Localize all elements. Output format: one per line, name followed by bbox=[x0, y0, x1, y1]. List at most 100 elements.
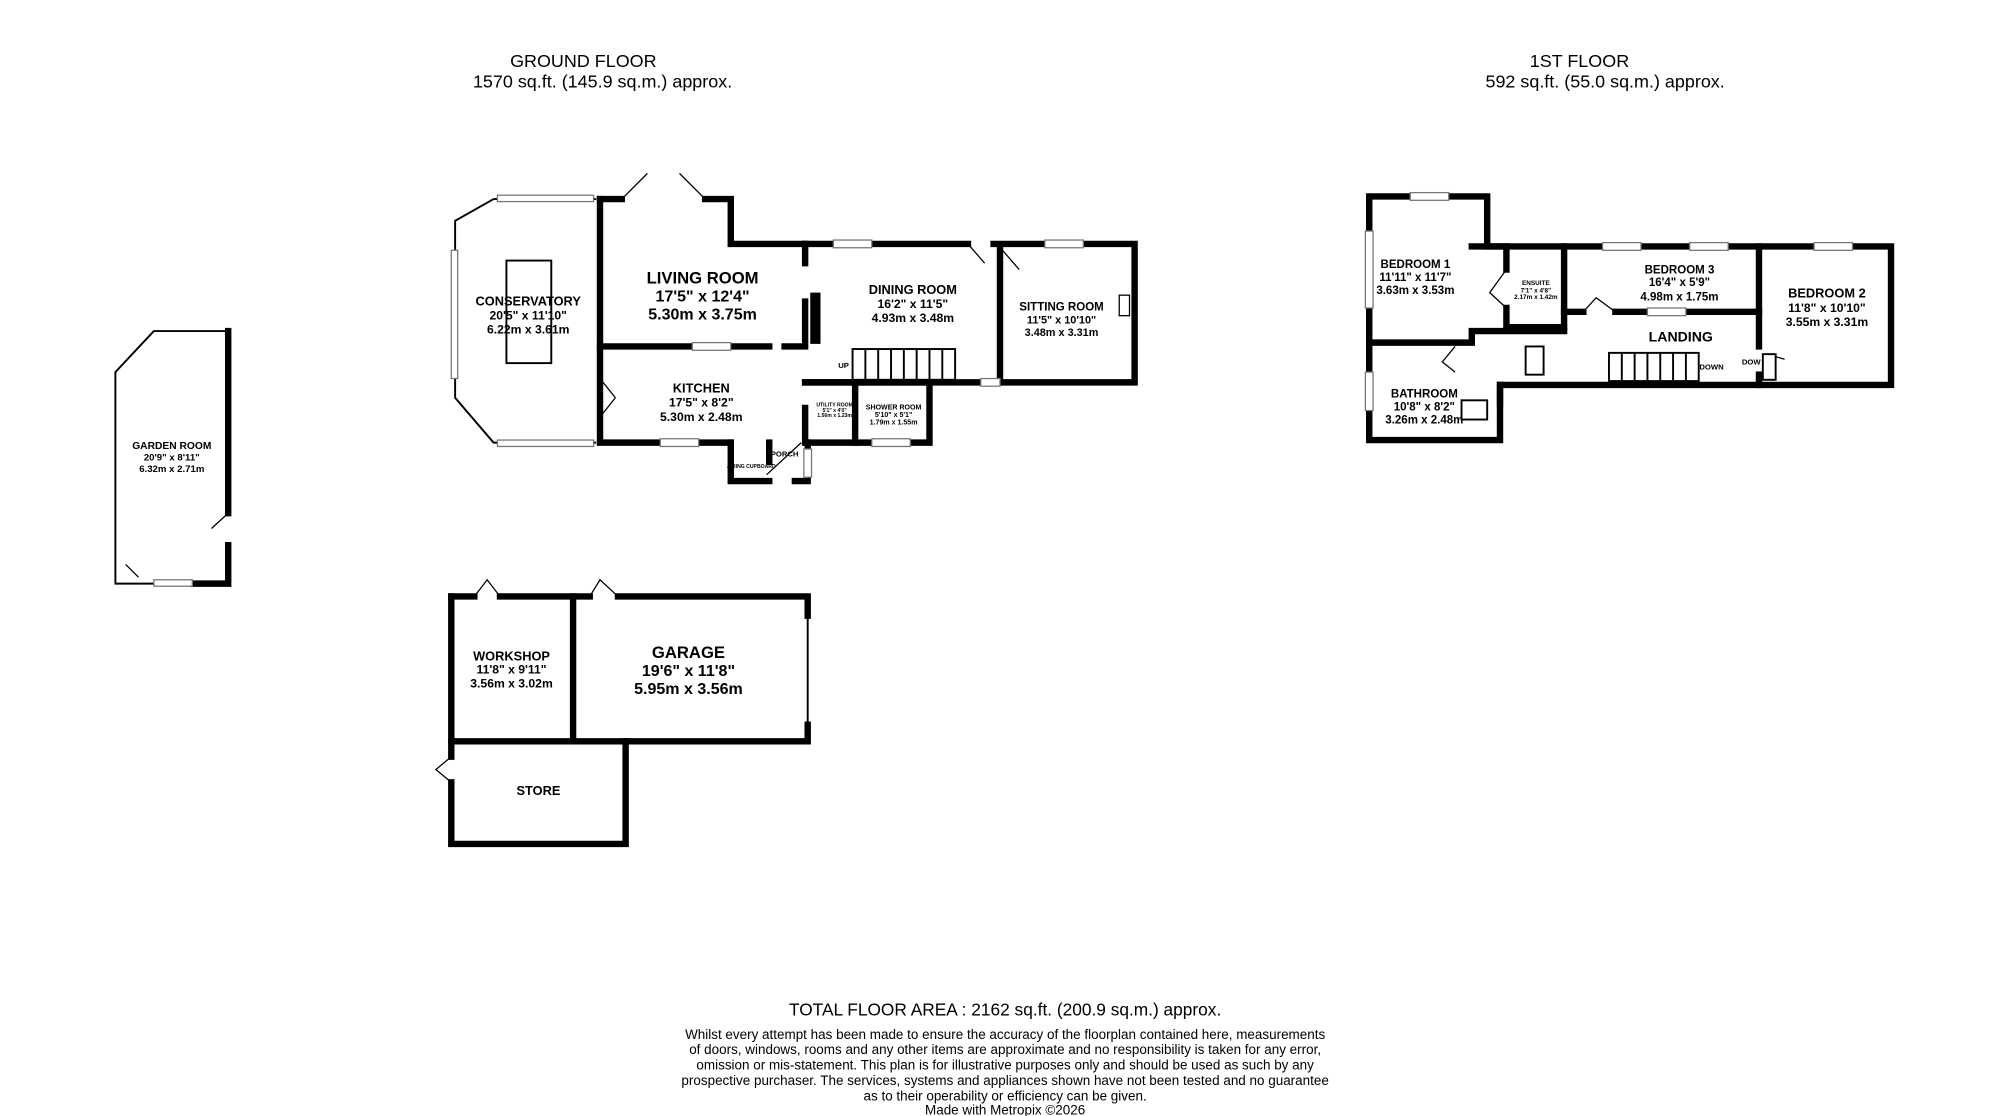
room-dims-metric: 3.56m x 3.02m bbox=[470, 676, 553, 690]
room-name: BATHROOM bbox=[1391, 389, 1458, 401]
first-floor-area: 592 sq.ft. (55.0 sq.m.) approx. bbox=[1485, 71, 1724, 91]
room-dims-imperial: 16'4" x 5'9" bbox=[1649, 277, 1710, 289]
room-name: DINING ROOM bbox=[869, 282, 957, 297]
ground-floor-title: GROUND FLOOR bbox=[510, 51, 657, 71]
room-dims-imperial: 5'1" x 4'0" bbox=[822, 408, 847, 414]
fireplace bbox=[1118, 294, 1131, 317]
french-doors[interactable] bbox=[621, 172, 706, 200]
credit: Made with Metropix ©2026 bbox=[925, 1102, 1085, 1116]
room-name: UTILITY ROOM bbox=[816, 403, 853, 409]
wall bbox=[801, 379, 933, 446]
room-name: LANDING bbox=[1649, 328, 1713, 344]
garden-room-glazing bbox=[114, 330, 229, 585]
room-dims-metric: 1.56m x 1.23m bbox=[817, 413, 852, 419]
room-dims-imperial: 5'10" x 5'1" bbox=[875, 412, 912, 419]
wall bbox=[701, 195, 972, 248]
staircase-down bbox=[1608, 351, 1700, 383]
window bbox=[1689, 241, 1729, 251]
room-dims-imperial: 20'5" x 11'10" bbox=[489, 309, 566, 323]
ground-floor-plan: UP CONSERVATORY 20'5" x 11'10" 6.22m x 3… bbox=[114, 172, 1138, 848]
first-floor-title: 1ST FLOOR bbox=[1530, 51, 1629, 71]
window bbox=[1364, 371, 1374, 412]
room-name: GARAGE bbox=[652, 643, 725, 662]
room-name: BEDROOM 3 bbox=[1645, 264, 1715, 276]
room-dims-imperial: 17'5" x 12'4" bbox=[656, 288, 750, 306]
window bbox=[153, 579, 193, 587]
room-dims-metric: 1.79m x 1.55m bbox=[870, 420, 918, 427]
window bbox=[1601, 241, 1642, 251]
ground-floor-area: 1570 sq.ft. (145.9 sq.m.) approx. bbox=[473, 71, 732, 91]
wall bbox=[1503, 243, 1568, 331]
wall bbox=[990, 240, 1138, 386]
room-dims-imperial: 11'8" x 9'11" bbox=[477, 662, 547, 676]
room-dims-imperial: 11'5" x 10'10" bbox=[1027, 314, 1096, 326]
door[interactable] bbox=[125, 512, 229, 578]
window bbox=[691, 341, 732, 351]
room-dims-metric: 6.22m x 3.61m bbox=[487, 323, 570, 337]
wall bbox=[189, 541, 232, 587]
room-dims-metric: 5.95m x 3.56m bbox=[634, 680, 743, 698]
door[interactable] bbox=[967, 243, 1020, 270]
roof-light bbox=[505, 259, 553, 365]
room-name: SHOWER ROOM bbox=[866, 404, 922, 411]
first-floor-plan: DOWN DOW BEDROOM 1 11'11" x 11'7" 3.63m … bbox=[1364, 191, 1895, 444]
room-dims-metric: 3.63m x 3.53m bbox=[1376, 285, 1454, 297]
staircase-up bbox=[851, 348, 957, 381]
wall bbox=[448, 738, 629, 848]
disclaimer-line: of doors, windows, rooms and any other i… bbox=[689, 1042, 1321, 1057]
wall bbox=[1366, 327, 1568, 346]
room-name: BEDROOM 2 bbox=[1788, 286, 1866, 301]
wall bbox=[569, 593, 811, 745]
window bbox=[980, 377, 1001, 387]
fireplace bbox=[810, 292, 821, 344]
disclaimer-line: Whilst every attempt has been made to en… bbox=[685, 1027, 1325, 1042]
bath bbox=[1460, 399, 1489, 421]
room-name: SITTING ROOM bbox=[1019, 302, 1103, 314]
room-name: CONSERVATORY bbox=[476, 293, 582, 308]
room-name: AIRING CUPBOARD bbox=[727, 464, 776, 470]
total-floor-area: TOTAL FLOOR AREA : 2162 sq.ft. (200.9 sq… bbox=[789, 1000, 1221, 1020]
stairs-up-label: UP bbox=[838, 361, 849, 370]
wall bbox=[781, 298, 809, 350]
room-name: GARDEN ROOM bbox=[132, 441, 211, 452]
room-name: STORE bbox=[517, 783, 561, 798]
window bbox=[1364, 230, 1374, 309]
window bbox=[871, 438, 911, 448]
window bbox=[832, 239, 873, 249]
room-name: BEDROOM 1 bbox=[1381, 259, 1451, 271]
room-dims-metric: 3.48m x 3.31m bbox=[1025, 327, 1099, 339]
room-dims-imperial: 10'8" x 8'2" bbox=[1394, 402, 1455, 414]
wall bbox=[614, 593, 811, 619]
window bbox=[1044, 239, 1084, 249]
room-name: WORKSHOP bbox=[473, 649, 550, 664]
room-dims-metric: 5.30m x 2.48m bbox=[660, 410, 743, 424]
disclaimer-line: as to their operability or efficiency ca… bbox=[864, 1088, 1147, 1103]
wall bbox=[1468, 243, 1510, 273]
window bbox=[450, 249, 459, 380]
door[interactable] bbox=[434, 578, 619, 783]
room-dims-metric: 3.26m x 2.48m bbox=[1385, 414, 1463, 426]
window bbox=[1409, 191, 1450, 201]
window bbox=[1646, 307, 1687, 317]
room-dims-metric: 2.17m x 1.42m bbox=[1514, 294, 1558, 301]
door[interactable] bbox=[599, 378, 616, 418]
room-dims-metric: 4.98m x 1.75m bbox=[1640, 291, 1718, 303]
porch-door[interactable] bbox=[766, 442, 802, 476]
stairs-down-label: DOWN bbox=[1699, 363, 1724, 372]
room-dims-imperial: 19'6" x 11'8" bbox=[642, 662, 735, 680]
room-dims-imperial: 7'1" x 4'8" bbox=[1521, 288, 1552, 295]
disclaimer-line: prospective purchaser. The services, sys… bbox=[681, 1073, 1328, 1088]
stairs-down-label: DOW bbox=[1742, 357, 1762, 366]
window bbox=[496, 194, 595, 203]
window bbox=[496, 439, 595, 448]
room-dims-imperial: 16'2" x 11'5" bbox=[877, 297, 948, 311]
room-dims-imperial: 20'9" x 8'11" bbox=[144, 453, 200, 464]
room-dims-imperial: 11'11" x 11'7" bbox=[1379, 272, 1451, 284]
room-dims-metric: 4.93m x 3.48m bbox=[872, 311, 955, 325]
door[interactable] bbox=[1441, 269, 1785, 373]
room-name: LIVING ROOM bbox=[647, 269, 759, 288]
room-dims-metric: 3.55m x 3.31m bbox=[1786, 315, 1869, 329]
room-dims-metric: 6.32m x 2.71m bbox=[139, 464, 204, 475]
room-dims-imperial: 17'5" x 8'2" bbox=[669, 396, 734, 410]
